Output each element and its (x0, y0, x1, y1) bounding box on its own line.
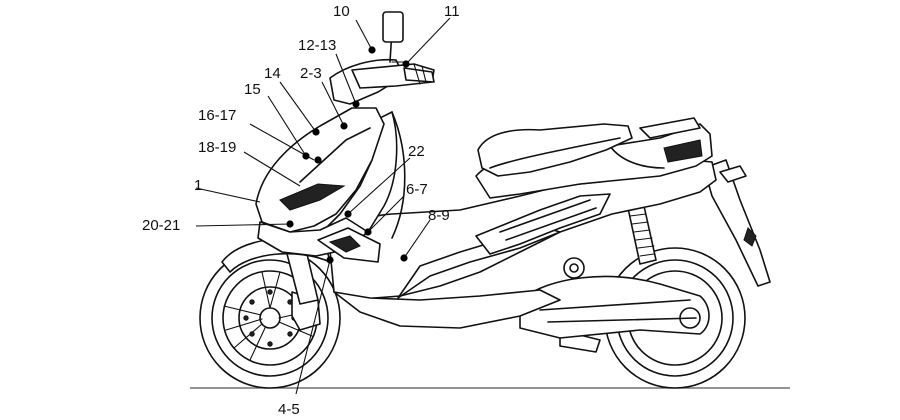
callout-labels: 10 11 12-13 14 2-3 15 16-17 18-19 22 1 6… (142, 3, 460, 418)
callout-14: 14 (264, 65, 281, 82)
callout-dots (286, 46, 410, 264)
callout-10: 10 (333, 3, 350, 20)
callout-18-19: 18-19 (198, 139, 236, 156)
callout-6-7: 6-7 (406, 181, 428, 198)
callout-20-21: 20-21 (142, 217, 180, 234)
callout-15: 15 (244, 81, 261, 98)
leader-lines (195, 17, 451, 395)
callout-22: 22 (408, 143, 425, 160)
rear-mudguard (703, 159, 771, 287)
callout-8-9: 8-9 (428, 207, 450, 224)
callout-12-13: 12-13 (298, 37, 336, 54)
callout-1: 1 (194, 177, 202, 194)
callout-16-17: 16-17 (198, 107, 236, 124)
handlebar (351, 11, 435, 89)
callout-11: 11 (444, 3, 460, 20)
swingarm (519, 257, 710, 339)
callout-4-5: 4-5 (278, 401, 300, 418)
rear-shock (627, 205, 657, 265)
callout-2-3: 2-3 (300, 65, 322, 82)
front-wheel (199, 247, 341, 389)
